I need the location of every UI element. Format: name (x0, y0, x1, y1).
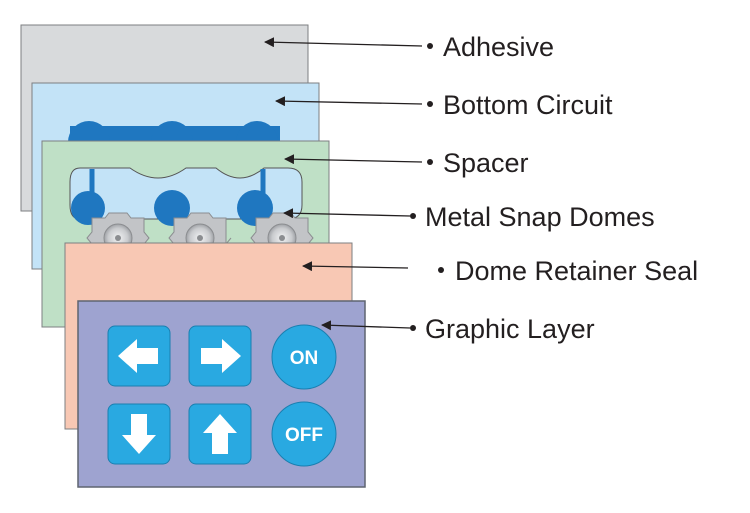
bottom-circuit-leader (275, 96, 423, 107)
bullet (410, 213, 416, 219)
spacer-leader (284, 154, 423, 165)
down-arrow-icon (122, 414, 156, 454)
up-arrow-icon (203, 414, 237, 454)
bullet (427, 159, 433, 165)
bullet (410, 325, 416, 331)
dome-retainer-seal-label: Dome Retainer Seal (455, 256, 698, 286)
graphic-layer-leader (321, 320, 411, 331)
circuit-pad (236, 121, 278, 142)
graphic-layer-label: Graphic Layer (425, 314, 595, 344)
bullet (438, 267, 444, 273)
circuit-pad (151, 121, 193, 142)
off-button[interactable]: OFF (271, 401, 337, 467)
left-arrow-button[interactable] (107, 325, 171, 387)
circuit-pad (71, 191, 105, 225)
spacer-label: Spacer (443, 148, 529, 178)
callout-bullets (410, 43, 444, 331)
right-arrow-icon (201, 339, 241, 373)
left-arrow-icon (118, 339, 158, 373)
up-arrow-button[interactable] (188, 403, 252, 465)
dome-retainer-seal-leader (302, 261, 409, 272)
on-button[interactable]: ON (271, 324, 337, 390)
off-button-label: OFF (285, 425, 323, 446)
on-button-label: ON (290, 348, 319, 369)
callout-lines (264, 37, 423, 331)
circuit-pad (237, 190, 273, 226)
circuit-pad (68, 121, 110, 142)
circuit-pad (154, 190, 190, 226)
metal-snap-domes-label: Metal Snap Domes (425, 202, 655, 232)
right-arrow-button[interactable] (188, 325, 252, 387)
adhesive-label: Adhesive (443, 32, 554, 62)
graphic-layer: ON OFF (77, 300, 366, 488)
bullet (427, 43, 433, 49)
metal-snap-domes-leader (283, 208, 411, 219)
adhesive-leader (264, 37, 423, 48)
bullet (427, 101, 433, 107)
bottom-circuit-label: Bottom Circuit (443, 90, 613, 120)
down-arrow-button[interactable] (107, 403, 171, 465)
